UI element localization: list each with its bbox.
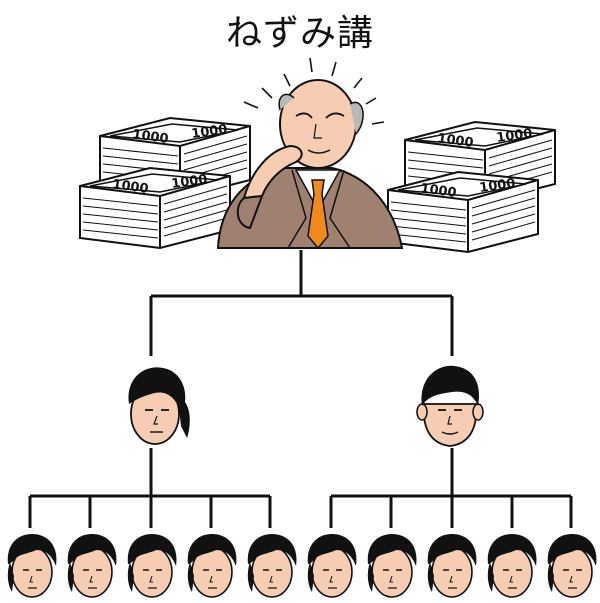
money-stack-front-right [387,171,539,253]
recruit-level2 [6,533,58,598]
recruit-level2 [126,533,178,598]
recruit-level2 [546,533,598,598]
diagram-title: ねずみ講 [225,13,374,54]
recruit-level2 [306,533,358,598]
tree-connectors [28,250,573,528]
recruit-level2 [486,533,538,598]
recruit-level2 [426,533,478,598]
recruit-level1-right [416,364,484,447]
recruit-level2 [246,533,298,598]
recruit-level2 [66,533,118,598]
shine-lines [243,57,385,125]
recruit-level1-left [127,366,191,445]
recruit-level2 [366,533,418,598]
boss-figure [216,57,404,250]
recruit-level2 [186,533,238,598]
money-stack-front-left [79,167,231,249]
